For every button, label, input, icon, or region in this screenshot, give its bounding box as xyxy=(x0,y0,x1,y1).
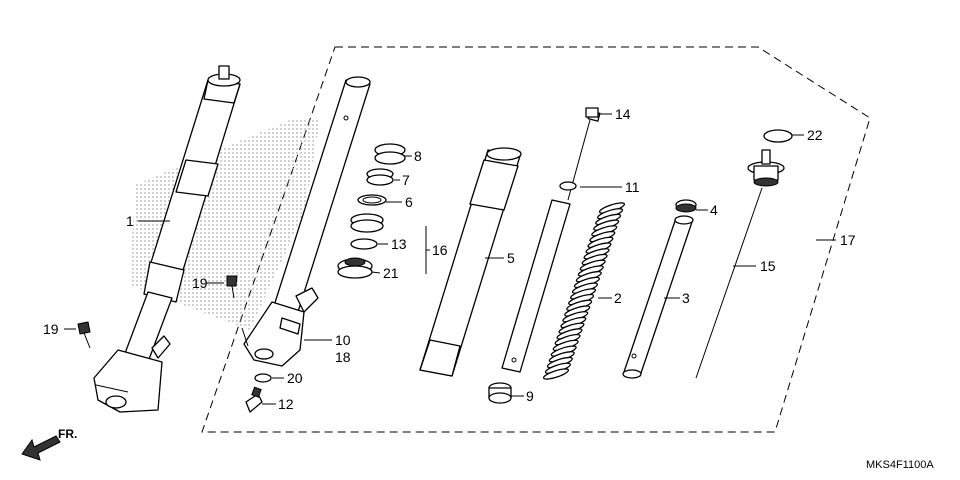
seal-stack xyxy=(337,143,406,279)
callout-10: 10 xyxy=(335,332,351,348)
callout-4: 4 xyxy=(710,202,718,218)
spring-2 xyxy=(542,202,626,380)
callout-1: 1 xyxy=(126,213,134,229)
callout-13: 13 xyxy=(391,236,407,252)
callout-12: 12 xyxy=(278,396,294,412)
callout-15: 15 xyxy=(760,258,776,274)
callout-19-right: 19 xyxy=(192,275,208,291)
front-direction-arrow: FR. xyxy=(21,427,77,461)
callout-2: 2 xyxy=(614,290,622,306)
oil-seal-16 xyxy=(350,213,384,233)
slider-5 xyxy=(419,147,522,377)
callout-18: 18 xyxy=(335,349,351,365)
bolt-19-right xyxy=(226,275,238,299)
callout-7: 7 xyxy=(402,172,410,188)
fr-label: FR. xyxy=(58,427,77,441)
callout-22: 22 xyxy=(807,127,823,143)
spring-coil xyxy=(542,368,570,380)
callout-17: 17 xyxy=(840,232,856,248)
cap-4 xyxy=(675,199,697,213)
callout-3: 3 xyxy=(682,290,690,306)
collar-9 xyxy=(488,382,512,404)
callout-21: 21 xyxy=(383,265,399,281)
callout-labels: 1 2 3 4 5 6 7 8 9 10 11 12 13 14 15 16 1… xyxy=(43,106,856,412)
bushing-7 xyxy=(366,168,394,186)
dust-seal-21 xyxy=(337,257,373,279)
callout-19-left: 19 xyxy=(43,321,59,337)
callout-9: 9 xyxy=(526,388,534,404)
callout-11: 11 xyxy=(625,179,640,195)
callout-16: 16 xyxy=(432,242,448,258)
o-ring-20 xyxy=(254,373,272,383)
bleed-screw-12 xyxy=(245,386,263,413)
callout-20: 20 xyxy=(287,370,303,386)
outer-tube-10 xyxy=(243,76,371,367)
callout-6: 6 xyxy=(405,194,413,210)
bolt-19-left xyxy=(77,321,91,349)
o-ring-22 xyxy=(763,129,793,143)
callout-8: 8 xyxy=(414,148,422,164)
damper-rod-11 xyxy=(501,110,601,373)
fork-assembly-1 xyxy=(93,65,241,413)
spring-collar-3 xyxy=(622,215,694,379)
bushing-8 xyxy=(374,143,406,165)
washer-6 xyxy=(357,194,387,206)
exploded-view-boundary xyxy=(201,46,871,433)
diagram-code: MKS4F1100A xyxy=(866,459,934,471)
nut-14 xyxy=(585,107,599,118)
clip-13 xyxy=(350,238,378,250)
callout-5: 5 xyxy=(507,250,515,266)
leader-lines xyxy=(64,113,836,405)
fork-bolt-15 xyxy=(695,149,785,379)
callout-14: 14 xyxy=(615,106,631,122)
